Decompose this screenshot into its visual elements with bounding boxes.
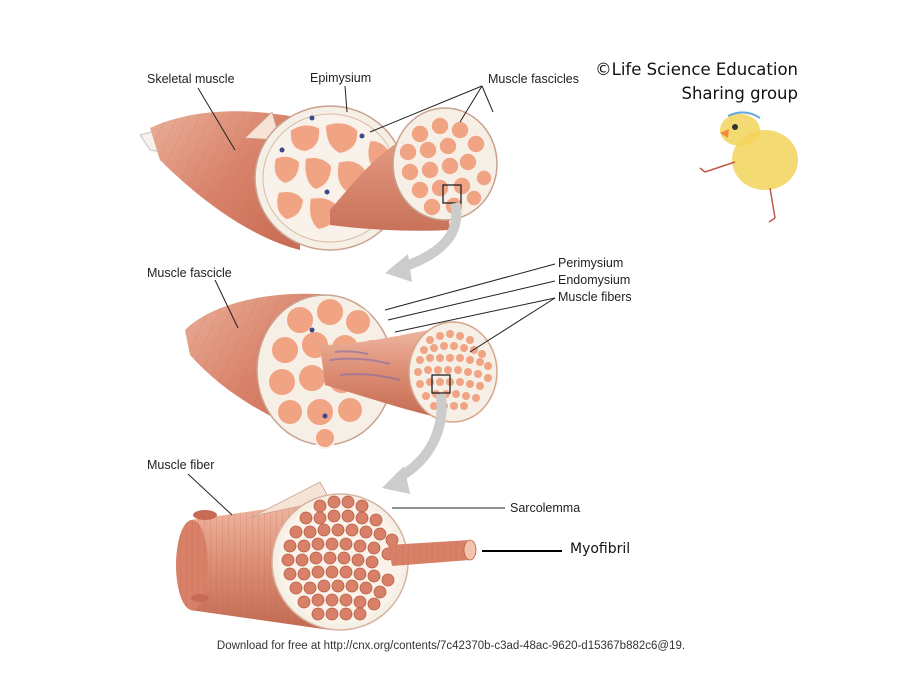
source-footer: Download for free at http://cnx.org/cont… [216,640,686,652]
label-muscle-fascicles: Muscle fascicles [488,72,579,86]
label-epimysium: Epimysium [310,71,372,85]
skeletal-muscle-illustration [139,105,498,251]
label-muscle-fibers: Muscle fibers [558,290,632,304]
leader-lines [187,85,556,516]
label-sarcolemma: Sarcolemma [510,501,581,515]
label-endomysium: Endomysium [558,273,631,287]
label-myofibril: Myofibril [570,541,631,557]
label-muscle-fascicle: Muscle fascicle [147,266,232,280]
credit-line-1: ©Life Science Education [595,60,798,79]
label-perimysium: Perimysium [558,256,624,270]
label-muscle-fiber: Muscle fiber [147,458,215,472]
zoom-arrow-icon [385,201,462,282]
credit-line-2: Sharing group [681,84,798,103]
label-skeletal-muscle: Skeletal muscle [147,72,235,86]
muscle-fascicle-illustration [185,293,498,449]
chick-mascot-icon [699,111,798,223]
muscle-fiber-illustration [176,481,477,631]
zoom-arrow-icon [382,393,447,494]
